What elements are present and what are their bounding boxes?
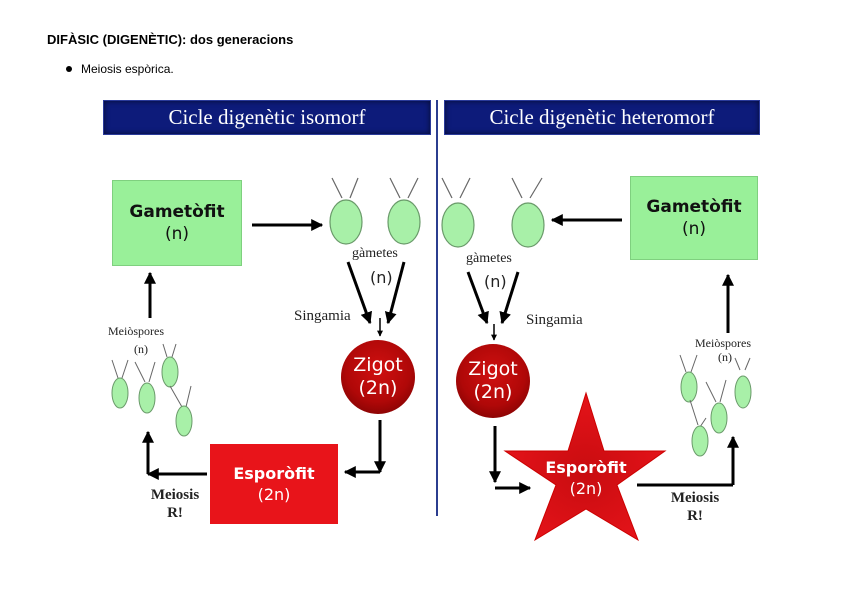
arrow-gamete-to-zigot-left-b [384, 261, 406, 325]
heteromorphic-cycle-title: Cicle digenètic heteromorf [444, 100, 760, 135]
meiospores-ploidy-right: (n) [718, 350, 732, 364]
esporofit-ploidy-left: (2n) [257, 485, 291, 504]
arrow-gamete-to-zigot-left-a [346, 261, 372, 325]
esporofit-star-shape [503, 391, 667, 542]
page-heading: DIFÀSIC (DIGENÈTIC): dos generacions [47, 32, 294, 47]
gametes-ploidy-left: (n) [370, 268, 393, 287]
zigot-ploidy-right: (2n) [473, 381, 513, 403]
meiosis-text-left: Meiosis [150, 487, 200, 503]
gamete-cell-right-1 [441, 177, 475, 248]
gametofit-label-right: Gametòfit [646, 197, 742, 217]
gametofit-label-left: Gametòfit [129, 202, 225, 222]
gametes-label-left: gàmetes [352, 246, 398, 261]
singamia-label-left: Singamia [294, 308, 351, 324]
meiospore-cell-left-3 [161, 343, 179, 388]
esporofit-star-text: Esporòfit (2n) [540, 458, 632, 498]
esporofit-ploidy-right: (2n) [569, 479, 603, 498]
meiospore-cell-left-1 [111, 359, 129, 409]
meiospores-ploidy-left: (n) [134, 342, 148, 356]
meiospore-cell-left-2 [134, 361, 156, 414]
meiosis-r-text-left: R! [167, 505, 183, 521]
zigot-circle-left: Zigot (2n) [341, 340, 415, 414]
bullet-dot-icon [66, 66, 72, 72]
meiospores-label-right: Meiòspores [695, 336, 751, 350]
panel-divider [436, 100, 438, 516]
meiosis-label-left: Meiosis R! [140, 486, 210, 522]
meiosis-r-text-right: R! [687, 508, 703, 524]
singamia-label-right: Singamia [526, 312, 583, 328]
gamete-cell-left-1 [329, 177, 363, 245]
gametofit-box-right: Gametòfit (n) [630, 176, 758, 260]
esporofit-box-left: Esporòfit (2n) [210, 444, 338, 524]
gamete-cell-right-2 [511, 177, 545, 248]
gametes-ploidy-right: (n) [484, 272, 507, 291]
gametofit-ploidy-right: (n) [681, 219, 707, 239]
gametofit-ploidy-left: (n) [164, 224, 190, 244]
gametes-label-right: gàmetes [466, 251, 512, 266]
meiospore-cell-left-4 [169, 385, 193, 437]
isomorphic-cycle-title: Cicle digenètic isomorf [103, 100, 431, 135]
meiospore-cell-right-4 [734, 357, 752, 409]
esporofit-label-left: Esporòfit [233, 464, 315, 483]
zigot-ploidy-left: (2n) [358, 377, 398, 399]
bullet-item: Meiosis espòrica. [66, 62, 174, 76]
esporofit-label-right: Esporòfit [545, 458, 627, 477]
arrow-gamete-to-zigot-right-b [499, 271, 520, 325]
zigot-circle-right: Zigot (2n) [456, 344, 530, 418]
meiospore-cell-right-1 [679, 354, 698, 403]
zigot-label-right: Zigot [468, 358, 518, 380]
meiospores-label-left: Meiòspores [108, 324, 164, 338]
arrow-gamete-to-zigot-right-a [466, 271, 489, 325]
gametofit-box-left: Gametòfit (n) [112, 180, 242, 266]
bullet-text: Meiosis espòrica. [81, 62, 174, 76]
meiosis-label-right: Meiosis R! [660, 489, 730, 525]
meiosis-text-right: Meiosis [670, 490, 720, 506]
zigot-label-left: Zigot [353, 354, 403, 376]
meiospore-cell-right-2 [689, 399, 709, 457]
meiospore-cell-right-3 [705, 379, 728, 434]
gamete-cell-left-2 [387, 177, 421, 245]
